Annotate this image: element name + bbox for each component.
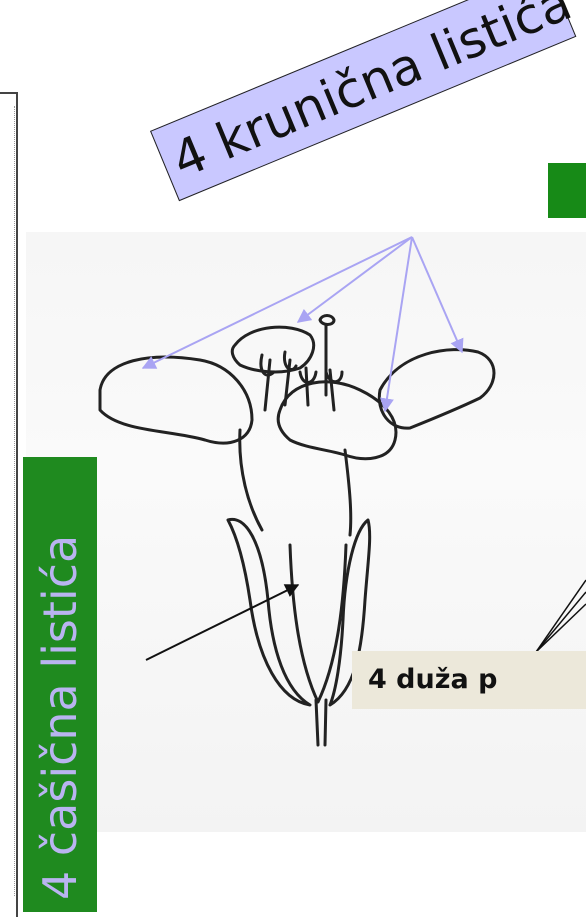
stamens-label: 4 duža p [352, 651, 586, 709]
corolla-tube [240, 430, 351, 535]
petal-arrow-3 [385, 237, 412, 411]
petal-arrow-2 [298, 237, 412, 322]
stamen-4 [326, 370, 342, 410]
stamen-2 [284, 352, 296, 405]
sepal-left [228, 519, 310, 705]
stamen-1 [261, 355, 274, 410]
petal-arrow-1 [143, 237, 412, 368]
petal-right [379, 350, 494, 429]
flower-stem [316, 700, 326, 745]
stamens-label-text: 4 duža p [368, 664, 497, 695]
green-marker [548, 163, 586, 218]
stamen-arrows [536, 580, 586, 652]
petal-arrow-4 [412, 237, 462, 352]
sepals-label: 4 čašična listića [23, 457, 97, 912]
sepals-label-text: 4 čašična listića [33, 535, 87, 900]
petal-back [232, 327, 313, 372]
petal-left [100, 357, 252, 443]
